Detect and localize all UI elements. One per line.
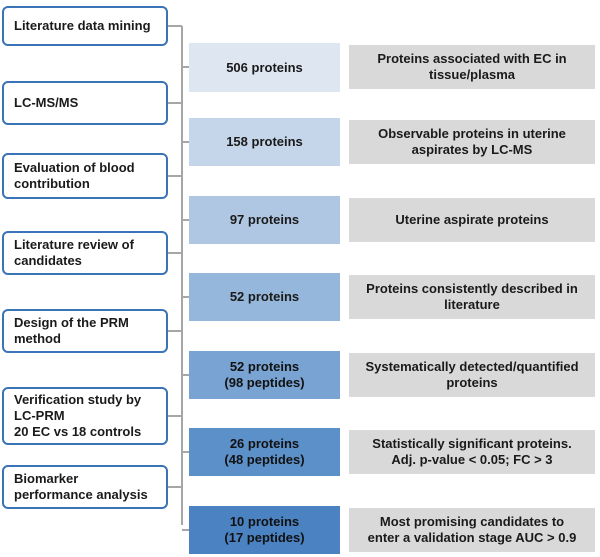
step-prm-design: Design of the PRM method (2, 309, 168, 353)
result-description: Proteins associated with EC in tissue/pl… (349, 45, 595, 89)
result-description: Most promising candidates to enter a val… (349, 508, 595, 552)
result-description: Observable proteins in uterine aspirates… (349, 120, 595, 164)
result-count: 52 proteins (98 peptides) (189, 351, 340, 399)
result-count: 52 proteins (189, 273, 340, 321)
step-blood-contribution: Evaluation of blood contribution (2, 153, 168, 199)
step-lc-ms-ms: LC-MS/MS (2, 81, 168, 125)
step-literature-review: Literature review of candidates (2, 231, 168, 275)
result-description: Statistically significant proteins. Adj.… (349, 430, 595, 474)
step-literature-data-mining: Literature data mining (2, 6, 168, 46)
result-description: Proteins consistently described in liter… (349, 275, 595, 319)
result-count: 97 proteins (189, 196, 340, 244)
result-count: 506 proteins (189, 43, 340, 92)
result-description: Systematically detected/quantified prote… (349, 353, 595, 397)
step-biomarker-analysis: Biomarker performance analysis (2, 465, 168, 509)
step-verification-study: Verification study by LC-PRM 20 EC vs 18… (2, 387, 168, 445)
result-description: Uterine aspirate proteins (349, 198, 595, 242)
result-count: 10 proteins (17 peptides) (189, 506, 340, 554)
result-count: 26 proteins (48 peptides) (189, 428, 340, 476)
result-count: 158 proteins (189, 118, 340, 166)
